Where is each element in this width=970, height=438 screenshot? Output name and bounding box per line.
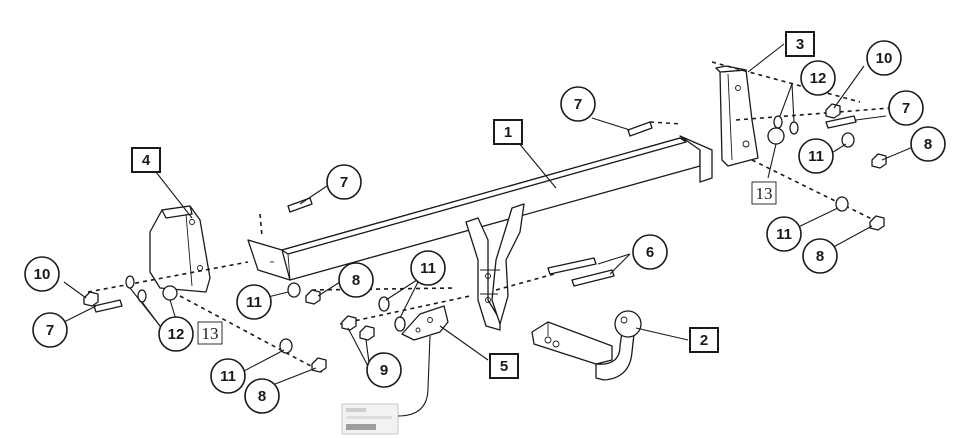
callout-8-right: 8 <box>910 126 946 162</box>
left-mounting-bracket <box>149 205 211 301</box>
assembly-axes <box>87 61 891 373</box>
washer-12-left-a <box>125 275 135 289</box>
washer-11-center-b <box>394 316 406 332</box>
callout-10-right: 10 <box>866 40 902 76</box>
callout-6: 6 <box>632 234 668 270</box>
nut-8-left <box>305 289 321 305</box>
callout-13-right-label: 13 <box>756 184 773 203</box>
nut-8-right <box>871 153 887 169</box>
callout-11-center-label: 11 <box>420 260 436 277</box>
nut-10-right <box>825 103 841 119</box>
callout-10-right-label: 10 <box>876 50 893 67</box>
callout-12-right-label: 12 <box>810 70 827 87</box>
washer-12-right-a <box>773 115 783 129</box>
callout-8-lower: 8 <box>244 378 280 414</box>
callout-11-left-label: 11 <box>246 294 262 311</box>
callout-9-label: 9 <box>380 362 388 379</box>
callout-11-right-label: 11 <box>808 148 824 165</box>
washer-11-lower <box>279 338 293 354</box>
callout-13-left: 13 <box>197 321 223 345</box>
nut-9-b <box>359 325 375 341</box>
bolt-7-top-right <box>627 121 653 137</box>
callout-7-right-label: 7 <box>902 100 910 117</box>
callout-7-center: 7 <box>560 86 596 122</box>
bolt-7-left <box>93 299 123 313</box>
callout-11-center: 11 <box>410 250 446 286</box>
callout-8-left: 8 <box>338 262 374 298</box>
callout-12-left: 12 <box>158 316 194 352</box>
callout-11-lower: 11 <box>210 358 246 394</box>
callout-4-label: 4 <box>142 152 151 169</box>
nut-9-a <box>341 315 357 331</box>
electrical-socket-plate <box>401 305 449 341</box>
callout-7-left-top-label: 7 <box>340 174 348 191</box>
callout-9: 9 <box>366 352 402 388</box>
cross-beam <box>247 135 713 281</box>
washer-12-right-b <box>789 121 799 135</box>
callout-3-label: 3 <box>796 36 804 53</box>
callout-8-right-lower-label: 8 <box>816 248 824 265</box>
nut-8-right-lower <box>869 215 885 231</box>
hex-nut-10-left <box>83 291 99 307</box>
leader-lines <box>59 43 921 387</box>
washer-11-right <box>841 132 855 148</box>
nut-8-lower <box>311 357 327 373</box>
callout-8-lower-label: 8 <box>258 388 266 405</box>
callout-8-left-label: 8 <box>352 272 360 289</box>
right-mounting-bracket <box>715 65 759 167</box>
callout-8-right-label: 8 <box>924 136 932 153</box>
callout-12-right: 12 <box>800 60 836 96</box>
bolt-7-right <box>825 115 857 129</box>
callout-11-left: 11 <box>236 284 272 320</box>
wiring-instruction-thumbnail <box>341 335 431 435</box>
washer-11-center-a <box>378 296 390 312</box>
callout-5-label: 5 <box>500 358 508 375</box>
callout-13-left-label: 13 <box>202 324 219 343</box>
bolt-6-b <box>571 269 615 287</box>
callout-5: 5 <box>489 353 519 379</box>
washer-11-right-lower <box>835 196 849 212</box>
bolt-6-a <box>547 257 597 275</box>
callout-1: 1 <box>493 119 523 145</box>
callout-7-center-label: 7 <box>574 96 582 113</box>
callout-4: 4 <box>131 147 161 173</box>
callout-1-label: 1 <box>504 124 512 141</box>
bolt-7-top-left <box>287 197 313 213</box>
callout-7-left-label: 7 <box>46 322 54 339</box>
callout-3: 3 <box>785 31 815 57</box>
spacer-13-right <box>767 127 785 145</box>
callout-2-label: 2 <box>700 332 708 349</box>
callout-11-lower-label: 11 <box>220 368 236 385</box>
callout-10-left-label: 10 <box>34 266 51 283</box>
callout-11-right: 11 <box>798 138 834 174</box>
tow-ball-assembly <box>531 310 642 381</box>
center-mounting-plates <box>465 203 525 331</box>
callout-10-left: 10 <box>24 256 60 292</box>
callout-8-right-lower: 8 <box>802 238 838 274</box>
callout-7-right: 7 <box>888 90 924 126</box>
callout-13-right: 13 <box>751 181 777 205</box>
callout-11-right-lower-label: 11 <box>776 226 792 243</box>
callout-12-left-label: 12 <box>168 326 185 343</box>
callout-11-right-lower: 11 <box>766 216 802 252</box>
callout-7-left-top: 7 <box>326 164 362 200</box>
callout-6-label: 6 <box>646 244 654 261</box>
callout-7-left: 7 <box>32 312 68 348</box>
callout-2: 2 <box>689 327 719 353</box>
washer-11-left <box>287 282 301 298</box>
